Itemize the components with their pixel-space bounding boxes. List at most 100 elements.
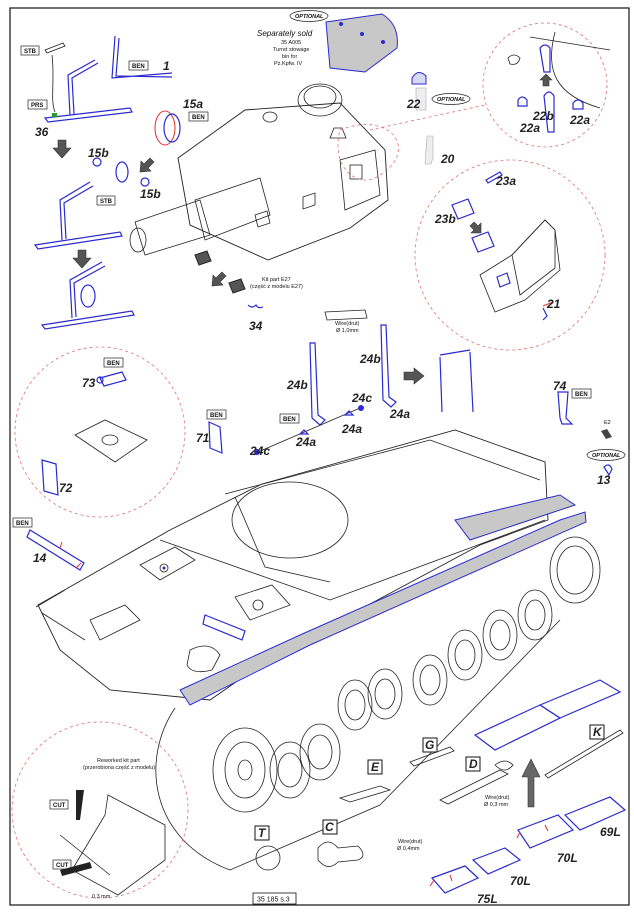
- part-number-70l: 70L: [557, 851, 578, 865]
- part-number-15a: 15a: [183, 97, 203, 111]
- note-wire-10: Wire(drut): [335, 321, 360, 327]
- stowage-bin-optional: OPTIONAL Separately sold 35 A005 Turret …: [257, 10, 398, 73]
- callout-g: G: [409, 737, 455, 767]
- part-number-24b: 24b: [286, 378, 308, 392]
- commander-cupola: [297, 83, 343, 117]
- tag-ben: BEN: [128, 60, 149, 71]
- idler-wheel: [549, 536, 601, 604]
- part-frame-assembled: [33, 181, 123, 250]
- arrow-up-icon: [521, 758, 541, 808]
- svg-text:BEN: BEN: [575, 392, 588, 398]
- road-wheel: [367, 668, 403, 720]
- sprue-callouts: T C E G D K: [254, 724, 624, 871]
- callout-d: D: [439, 756, 514, 805]
- part-number-24b: 24b: [359, 352, 381, 366]
- engine-hatch: [89, 604, 141, 641]
- part-number-22a: 22a: [519, 121, 540, 135]
- fender-plate-70l: [517, 814, 575, 849]
- detail-circle-73: [14, 346, 186, 518]
- svg-text:STB: STB: [100, 199, 113, 205]
- svg-text:OPTIONAL: OPTIONAL: [437, 97, 466, 103]
- tag-ben: BEN: [206, 409, 227, 420]
- fender-plate: [538, 679, 622, 719]
- note-bin-for: bin for: [282, 54, 297, 60]
- part-number-73: 73: [82, 376, 96, 390]
- tag-ben: BEN: [103, 357, 124, 368]
- arrow-right-icon: [403, 367, 425, 385]
- step-frame-assembly: STB BEN 1 PRS 36 15a BEN 15b 15b: [20, 35, 209, 330]
- part-number-24c: 24c: [249, 444, 270, 458]
- fender-plate-69l: [563, 796, 627, 831]
- tag-stb: STB: [20, 45, 40, 56]
- step-24-handles: Wire(drut) Ø 1,0mm 24b 24b 24a 24c 24c 2…: [249, 309, 474, 458]
- svg-text:PRS: PRS: [31, 103, 43, 109]
- side-hatch: [339, 149, 381, 211]
- step-reworked-part: Reworked kit part (przerobiona część z m…: [11, 721, 189, 900]
- turret-ring: [231, 481, 349, 559]
- svg-text:BEN: BEN: [107, 361, 120, 367]
- step-34-e27: Kit part E27 (część z modelu E27) 34: [194, 250, 303, 333]
- callout-t: T: [254, 825, 281, 871]
- road-wheel: [517, 589, 553, 641]
- note-wire-04: Wire(drut): [398, 839, 423, 845]
- note-stowage-line: Turret stowage: [273, 47, 309, 53]
- svg-text:BEN: BEN: [192, 115, 205, 121]
- note-kit-part-pl: (część z modelu E27): [250, 284, 303, 290]
- part-number-14: 14: [33, 551, 47, 565]
- part-number-e2: E2: [604, 420, 611, 426]
- part-stb-strip: [44, 42, 66, 54]
- road-wheel: [299, 723, 341, 781]
- note-kit-part: Kit part E27: [262, 277, 291, 283]
- hatch-frame: [74, 419, 148, 463]
- part-number-24a: 24a: [341, 422, 362, 436]
- svg-text:CUT: CUT: [53, 803, 66, 809]
- svg-text:K: K: [593, 725, 603, 739]
- note-wire-03: Wire(drut): [485, 795, 510, 801]
- svg-text:35 185 s.3: 35 185 s.3: [257, 897, 290, 904]
- part-number-20: 20: [440, 152, 455, 166]
- part-number-13: 13: [597, 473, 611, 487]
- tag-ben: BEN: [279, 413, 300, 424]
- callout-e: E: [338, 759, 392, 803]
- part-20: [424, 135, 434, 165]
- part-number-34: 34: [249, 319, 263, 333]
- fender-strip: [179, 511, 587, 706]
- tag-ben: BEN: [571, 388, 592, 399]
- note-catalog-number: 35 A005: [281, 40, 301, 46]
- badge-optional: [431, 93, 471, 105]
- svg-text:E: E: [371, 760, 380, 774]
- part-number-24a: 24a: [389, 407, 410, 421]
- svg-text:BEN: BEN: [132, 64, 145, 70]
- part-number-1: 1: [163, 59, 170, 73]
- note-separately-sold: Separately sold: [257, 29, 313, 38]
- tag-stb: STB: [96, 195, 116, 206]
- part-number-75l: 75L: [477, 892, 498, 906]
- part-24b: [380, 324, 397, 408]
- part-15b-ring: [115, 161, 129, 183]
- knife-icon: [76, 790, 84, 820]
- note-vehicle: Pz.Kpfw. IV: [274, 61, 302, 67]
- part-1-frame: [43, 35, 173, 123]
- tag-ben: BEN: [12, 517, 33, 528]
- part-number-36: 36: [35, 125, 49, 139]
- page-reference: 35 185 s.3: [252, 892, 297, 905]
- turret: [129, 83, 399, 261]
- step-74-13: 74 BEN E2 OPTIONAL 13: [553, 379, 626, 487]
- callout-k: K: [544, 724, 624, 779]
- svg-text:BEN: BEN: [283, 417, 296, 423]
- tag-prs: PRS: [27, 99, 48, 110]
- part-frame-final: [40, 261, 135, 330]
- svg-text:D: D: [469, 757, 478, 771]
- svg-text:CUT: CUT: [56, 863, 69, 869]
- step-22-mount: 22 OPTIONAL 22a 22b 22a: [369, 22, 611, 148]
- tag-ben: BEN: [188, 111, 209, 122]
- handle-assembled: [439, 349, 474, 413]
- arrow-down-icon: [72, 249, 92, 269]
- svg-text:STB: STB: [24, 49, 37, 55]
- step-hatch-73: BEN 73 72 BEN 71: [14, 346, 227, 518]
- badge-optional: [289, 10, 329, 22]
- arrow-down-icon: [52, 139, 72, 159]
- note-reworked-pl: (przerobiona część z modelu): [83, 765, 155, 771]
- fender-rear: [454, 494, 577, 541]
